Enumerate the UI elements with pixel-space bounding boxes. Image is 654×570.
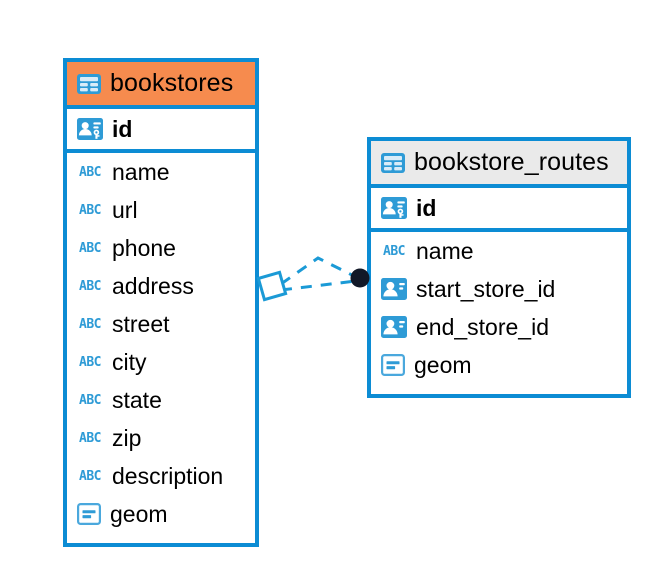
field-label-city: city bbox=[112, 348, 147, 375]
abc-text-icon: ABC bbox=[79, 392, 101, 408]
field-label-name: name bbox=[112, 158, 170, 185]
abc-text-icon: ABC bbox=[79, 278, 101, 294]
abc-text-icon: ABC bbox=[79, 430, 101, 446]
field-label-start-store-id: start_store_id bbox=[416, 275, 556, 302]
field-row-address[interactable]: ABC address bbox=[67, 267, 255, 305]
table-icon bbox=[77, 73, 101, 94]
primary-key-icon bbox=[381, 197, 407, 219]
field-row-id[interactable]: id bbox=[67, 109, 255, 153]
entity-header-bookstores[interactable]: bookstores bbox=[67, 62, 255, 109]
abc-text-icon: ABC bbox=[79, 164, 101, 180]
field-row-geom[interactable]: geom bbox=[67, 495, 255, 533]
field-label-end-store-id: end_store_id bbox=[416, 313, 549, 340]
field-label-address: address bbox=[112, 272, 194, 299]
field-label-geom: geom bbox=[414, 351, 472, 378]
abc-text-icon: ABC bbox=[79, 468, 101, 484]
primary-key-icon bbox=[77, 118, 103, 140]
entity-title-bookstores: bookstores bbox=[110, 69, 234, 97]
entity-title-bookstore-routes: bookstore_routes bbox=[414, 148, 609, 176]
geometry-icon bbox=[77, 503, 101, 525]
entity-bookstores[interactable]: bookstores id bbox=[63, 58, 259, 547]
field-list-bookstores: id ABC name ABC url ABC phone bbox=[67, 109, 255, 533]
field-label-name: name bbox=[416, 237, 474, 264]
relationship-line-end-store-id bbox=[280, 279, 357, 292]
field-row-city[interactable]: ABC city bbox=[67, 343, 255, 381]
field-row-street[interactable]: ABC street bbox=[67, 305, 255, 343]
field-label-phone: phone bbox=[112, 234, 176, 261]
field-row-state[interactable]: ABC state bbox=[67, 381, 255, 419]
abc-text-icon: ABC bbox=[79, 240, 101, 256]
field-row-phone[interactable]: ABC phone bbox=[67, 229, 255, 267]
field-label-id: id bbox=[416, 194, 437, 221]
field-row-end-store-id[interactable]: end_store_id bbox=[371, 308, 627, 346]
foreign-key-icon bbox=[381, 278, 407, 300]
relationship-diamond-marker bbox=[256, 270, 288, 302]
abc-text-icon: ABC bbox=[79, 354, 101, 370]
entity-header-bookstore-routes[interactable]: bookstore_routes bbox=[371, 141, 627, 188]
field-row-id[interactable]: id bbox=[371, 188, 627, 232]
relationship-line-start-store-id bbox=[280, 256, 357, 286]
field-row-zip[interactable]: ABC zip bbox=[67, 419, 255, 457]
field-label-street: street bbox=[112, 310, 170, 337]
abc-text-icon: ABC bbox=[79, 316, 101, 332]
abc-text-icon: ABC bbox=[79, 202, 101, 218]
field-row-name[interactable]: ABC name bbox=[371, 232, 627, 270]
field-row-name[interactable]: ABC name bbox=[67, 153, 255, 191]
field-label-id: id bbox=[112, 115, 133, 142]
field-label-zip: zip bbox=[112, 424, 142, 451]
field-list-bookstore-routes: id ABC name start_sto bbox=[371, 188, 627, 384]
foreign-key-icon bbox=[381, 316, 407, 338]
field-row-description[interactable]: ABC description bbox=[67, 457, 255, 495]
abc-text-icon: ABC bbox=[383, 243, 405, 259]
geometry-icon bbox=[381, 354, 405, 376]
field-label-description: description bbox=[112, 462, 224, 489]
entity-bookstore-routes[interactable]: bookstore_routes bbox=[367, 137, 631, 398]
field-label-url: url bbox=[112, 196, 138, 223]
field-row-geom[interactable]: geom bbox=[371, 346, 627, 384]
table-icon bbox=[381, 152, 405, 173]
field-label-state: state bbox=[112, 386, 162, 413]
field-row-url[interactable]: ABC url bbox=[67, 191, 255, 229]
field-row-start-store-id[interactable]: start_store_id bbox=[371, 270, 627, 308]
field-label-geom: geom bbox=[110, 500, 168, 527]
